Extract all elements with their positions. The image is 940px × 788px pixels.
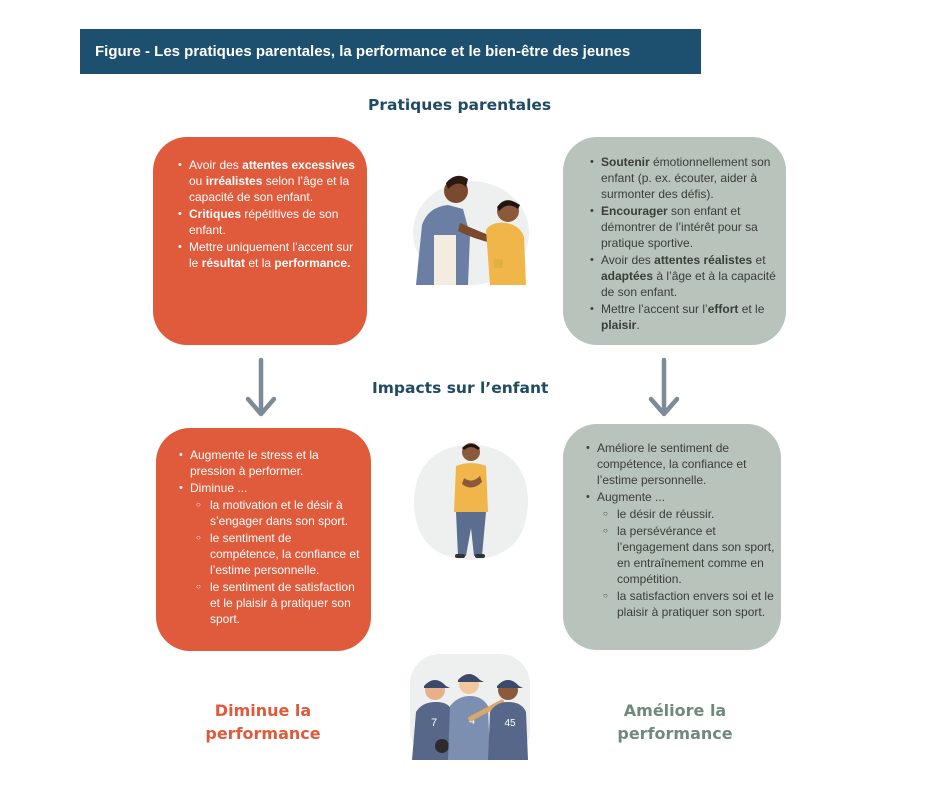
list-item: Augmente le stress et la pression à perf… — [179, 447, 363, 479]
positive-impacts-list: Améliore le sentiment de compétence, la … — [583, 440, 775, 620]
list-item: Diminue ... la motivation et le désir à … — [179, 480, 363, 627]
list-item: Mettre uniquement l’accent sur le résult… — [178, 239, 355, 271]
list-subitem: le sentiment de satisfaction et le plais… — [196, 579, 363, 627]
list-item: Critiques répétitives de son enfant. — [178, 206, 355, 238]
positive-practices-box: Soutenir émotionnellement son enfant (p.… — [563, 137, 786, 345]
thinking-child-illustration — [414, 443, 528, 560]
outcome-positive: Améliore la performance — [617, 701, 733, 743]
jersey-number-left: 7 — [431, 717, 437, 729]
arrow-down-right-icon — [648, 357, 680, 417]
figure-title: Figure - Les pratiques parentales, la pe… — [80, 29, 701, 74]
negative-impacts-sublist: la motivation et le désir à s’engager da… — [190, 497, 363, 627]
list-item: Encourager son enfant et démontrer de l’… — [590, 203, 776, 251]
list-item: Avoir des attentes réalistes et adaptées… — [590, 252, 776, 300]
list-subitem: le désir de réussir. — [603, 506, 775, 522]
heading-child-impacts: Impacts sur l’enfant — [372, 379, 549, 397]
positive-impacts-sublist: le désir de réussir. la persévérance et … — [597, 506, 775, 620]
list-item: Avoir des attentes excessives ou irréali… — [178, 157, 355, 205]
list-item: Augmente ... le désir de réussir. la per… — [586, 489, 775, 620]
jersey-number-middle: 4 — [469, 715, 475, 727]
list-subitem: la motivation et le désir à s’engager da… — [196, 497, 363, 529]
positive-impacts-box: Améliore le sentiment de compétence, la … — [563, 424, 781, 650]
parent-child-illustration — [413, 175, 529, 285]
negative-impacts-box: Augmente le stress et la pression à perf… — [156, 428, 371, 651]
arrow-down-left-icon — [245, 357, 277, 417]
list-item: Soutenir émotionnellement son enfant (p.… — [590, 154, 776, 202]
list-item: Améliore le sentiment de compétence, la … — [586, 440, 775, 488]
outcome-negative: Diminue la performance — [205, 701, 321, 743]
heading-parental-practices: Pratiques parentales — [368, 96, 552, 114]
list-subitem: la satisfaction envers soi et le plaisir… — [603, 588, 775, 620]
baseball-team-illustration: 7 4 45 — [410, 654, 530, 760]
jersey-number-right: 45 — [504, 718, 516, 729]
list-subitem: la persévérance et l’engagement dans son… — [603, 523, 775, 587]
list-subitem: le sentiment de compétence, la confiance… — [196, 530, 363, 578]
negative-practices-box: Avoir des attentes excessives ou irréali… — [153, 137, 367, 345]
negative-practices-list: Avoir des attentes excessives ou irréali… — [175, 157, 355, 271]
positive-practices-list: Soutenir émotionnellement son enfant (p.… — [587, 154, 776, 333]
negative-impacts-list: Augmente le stress et la pression à perf… — [176, 447, 363, 627]
list-item: Mettre l’accent sur l’effort et le plais… — [590, 301, 776, 333]
